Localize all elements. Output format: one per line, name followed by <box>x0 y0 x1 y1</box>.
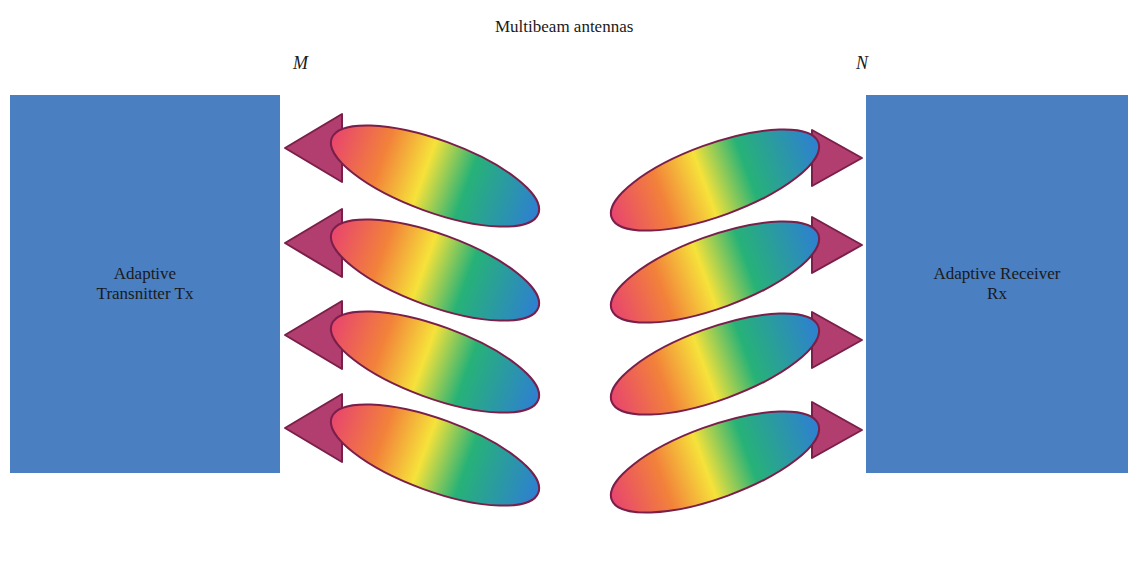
transmitter-box: Adaptive Transnitter Tx <box>10 95 280 473</box>
beam-arrow <box>812 130 862 186</box>
box-label: Adaptive Receiver Rx <box>932 264 1062 305</box>
diagram-title: Multibeam antennas <box>495 17 633 37</box>
beam-lobe <box>319 384 550 527</box>
beam-arrow <box>812 217 862 273</box>
array-size-label: M <box>293 53 308 74</box>
array-size-label: N <box>856 53 868 74</box>
beam-lobe <box>599 391 830 534</box>
box-label: Adaptive Transnitter Tx <box>80 264 210 305</box>
receiver-box: Adaptive Receiver Rx <box>866 95 1128 473</box>
beam-arrow <box>812 312 862 368</box>
